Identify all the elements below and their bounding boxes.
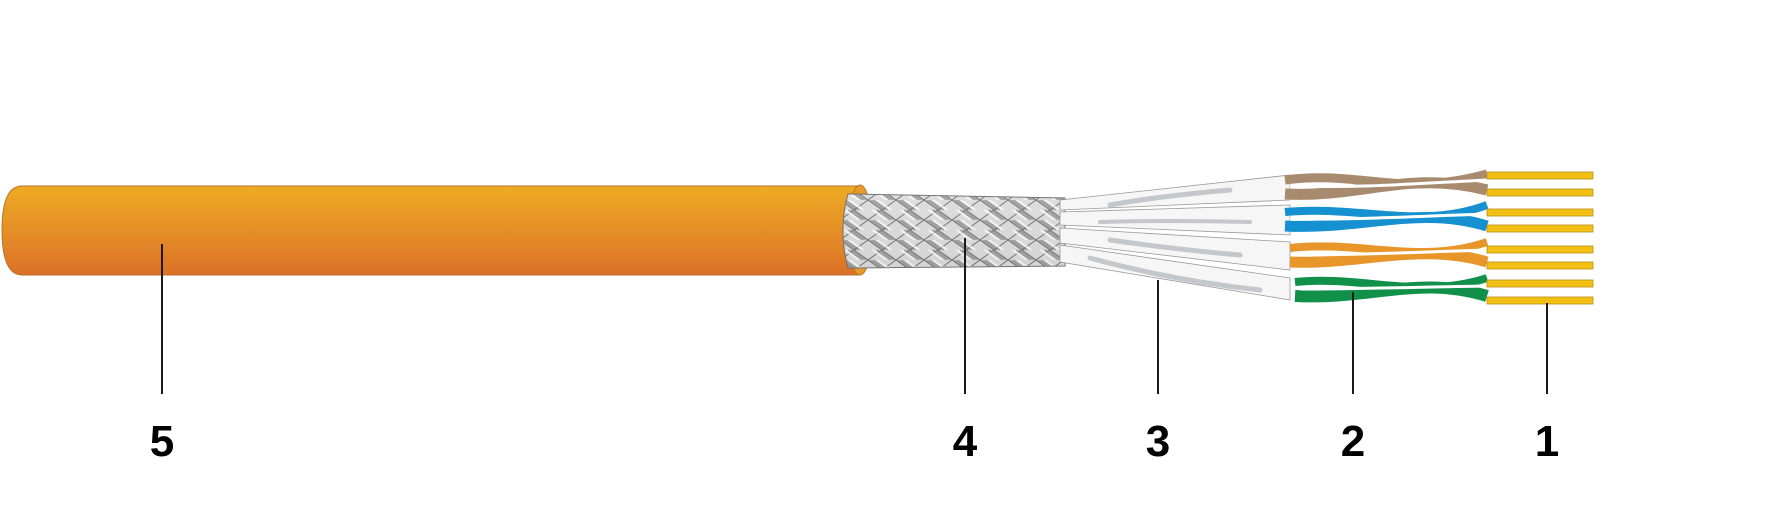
callout-2: 2 (1340, 417, 1366, 466)
callout-3: 3 (1145, 417, 1171, 466)
braid-shield (842, 193, 1066, 269)
leader-lines (161, 238, 1548, 394)
pair-blue (1284, 201, 1489, 232)
callout-4: 4 (952, 417, 978, 466)
callout-1: 1 (1534, 417, 1560, 466)
pair-orange (1289, 238, 1489, 268)
twisted-pairs (1284, 169, 1489, 303)
outer-jacket (1, 184, 873, 276)
callout-5: 5 (149, 417, 175, 466)
pair-green (1294, 274, 1489, 303)
pair-foil-shields (1059, 174, 1291, 301)
conductors (1486, 171, 1594, 305)
pair-brown (1284, 169, 1489, 200)
